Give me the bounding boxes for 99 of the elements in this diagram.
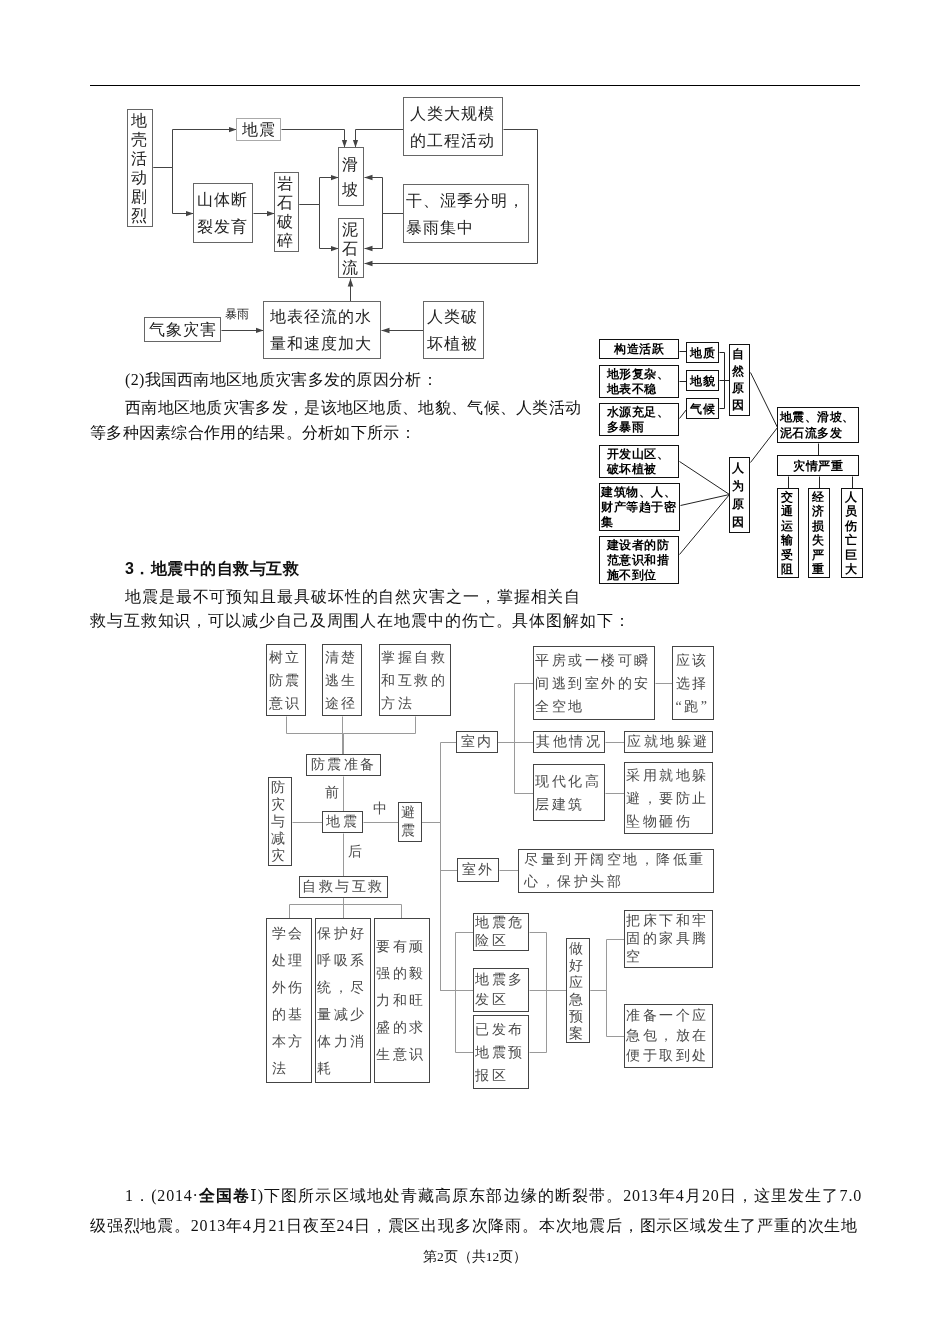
- arrow: [352, 129, 404, 148]
- concept-box: 已发布地震预报区: [473, 1015, 529, 1089]
- concept-box: 水源充足、多暴雨: [599, 403, 679, 436]
- arrow: [221, 327, 264, 334]
- concept-box: 岩石破碎: [274, 172, 299, 252]
- concept-box: 尽量到开阔空地，降低重心，保护头部: [518, 849, 714, 893]
- connector-line: [292, 822, 323, 823]
- concept-box: 学会处理外伤的基本方法: [266, 918, 312, 1083]
- concept-box: 气候: [686, 398, 719, 419]
- concept-box: 保护好呼吸系统，尽量减少体力消耗: [315, 918, 371, 1083]
- connector-line: [363, 822, 399, 823]
- concept-box: 建设者的防范意识和措施不到位: [599, 536, 679, 584]
- concept-box: 现代化高层建筑: [533, 764, 605, 821]
- concept-box: 地形复杂、地表不稳: [599, 365, 679, 398]
- concept-box: 人类大规模的工程活动: [403, 97, 503, 156]
- concept-box: 地震、滑坡、泥石流多发: [777, 407, 859, 443]
- connector-line: [343, 716, 416, 755]
- connector-line: [679, 381, 687, 382]
- connector-line: [342, 716, 343, 755]
- concept-box: 灾情严重: [777, 455, 859, 476]
- concept-box: 采用就地躲避，要防止坠物砸伤: [624, 762, 713, 834]
- connector-line: [529, 990, 567, 1053]
- concept-box: 室外: [457, 858, 499, 882]
- edge-label: 暴雨: [224, 306, 250, 322]
- connector-line: [679, 351, 687, 352]
- concept-box: 经济损失严重: [808, 488, 830, 578]
- concept-box: 交通运输受阻: [777, 488, 799, 578]
- arrow: [364, 129, 538, 267]
- paragraph: 地震是最不可预知且最具破坏性的自然灾害之一，掌握相关自救与互救知识，可以减少自己及周围人在地震中的伤亡。具体图解如下：: [90, 587, 632, 631]
- connector-line: [343, 776, 344, 812]
- connector-line: [679, 494, 730, 555]
- page-number: 第2页（共12页）: [421, 1249, 529, 1265]
- concept-box: 室内: [456, 731, 498, 753]
- concept-box: 地震多发区: [473, 968, 529, 1012]
- concept-box: 要有顽强的毅力和旺盛的求生意识: [374, 918, 430, 1083]
- concept-box: 自救与互救: [299, 876, 388, 898]
- concept-box: 地震: [322, 811, 363, 833]
- connector-line: [750, 372, 778, 428]
- section-heading: 3．地震中的自救与互救: [125, 559, 301, 579]
- connector-line: [422, 822, 474, 1053]
- arrow: [347, 278, 354, 302]
- concept-box: 人员伤亡巨大: [841, 488, 863, 578]
- connector-line: [680, 494, 730, 506]
- concept-box: 建筑物、人、财产等趋于密集: [599, 483, 680, 531]
- concept-box: 人类破坏植被: [423, 301, 484, 359]
- concept-box: 避震: [398, 802, 422, 842]
- connector-line: [852, 476, 853, 489]
- connector-line: [819, 476, 820, 489]
- connector-line: [679, 461, 730, 495]
- connector-line: [605, 742, 625, 743]
- connector-line: [818, 443, 819, 456]
- concept-box: 滑坡: [338, 147, 364, 206]
- concept-box: 把床下和牢固的家具腾空: [624, 910, 713, 968]
- concept-box: 防震准备: [306, 754, 381, 776]
- concept-box: 树立防震意识: [266, 644, 306, 716]
- concept-box: 地震危险区: [473, 913, 529, 951]
- arrow: [381, 327, 424, 334]
- arrow: [253, 210, 275, 217]
- concept-box: 山体断裂发育: [193, 183, 253, 243]
- concept-box: 应该选择“跑”: [672, 646, 714, 720]
- arrow: [281, 129, 348, 148]
- concept-box: 地质: [686, 342, 719, 363]
- concept-box: 清楚逃生途径: [322, 644, 362, 716]
- connector-line: [788, 476, 789, 489]
- edge-label: 前: [324, 784, 340, 802]
- connector-line: [750, 427, 778, 463]
- connector-line: [498, 742, 534, 794]
- concept-box: 应就地躲避: [624, 731, 713, 753]
- concept-box: 平房或一楼可瞬间逃到室外的安全空地: [533, 646, 655, 720]
- arrow: [364, 213, 404, 252]
- edge-label: 中: [372, 800, 388, 818]
- connector-line: [590, 990, 625, 1037]
- paragraph: 1．(2014·全国卷Ⅰ)下图所示区域地处青藏高原东部边缘的断裂带。2013年4月20日，这里发生了7.0级强烈地震。2013年4月21日夜至24日，震区出现多次降雨。本次地震后，图示区域发生了严重的次生地: [90, 1186, 862, 1236]
- concept-box: 构造活跃: [599, 339, 679, 359]
- concept-box: 自然原因: [729, 344, 750, 416]
- paragraph: 西南地区地质灾害多发，是该地区地质、地貌、气候、人类活动等多种因素综合作用的结果。分析如下所示：: [90, 398, 583, 443]
- subsection-heading: (2)我国西南地区地质灾害多发的原因分析：: [125, 370, 439, 391]
- concept-box: 地震: [236, 118, 281, 141]
- concept-box: 地貌: [686, 370, 719, 391]
- connector-line: [499, 870, 519, 871]
- connector-line: [343, 833, 344, 877]
- concept-box: 地壳活动剧烈: [127, 109, 153, 227]
- arrow: [153, 167, 194, 217]
- connector-line: [655, 683, 673, 684]
- concept-box: 干、湿季分明，暴雨集中: [403, 184, 529, 243]
- concept-box: 地表径流的水量和速度加大: [263, 301, 381, 359]
- concept-box: 掌握自救和互救的方法: [379, 644, 451, 716]
- concept-box: 开发山区、破坏植被: [599, 445, 679, 478]
- edge-label: 后: [347, 843, 363, 861]
- concept-box: 防灾与减灾: [268, 777, 292, 866]
- connector-line: [605, 793, 625, 794]
- concept-box: 泥石流: [338, 218, 364, 278]
- concept-box: 气象灾害: [144, 317, 221, 342]
- connector-line: [679, 409, 687, 419]
- arrow: [299, 204, 339, 252]
- concept-box: 人为原因: [729, 457, 750, 533]
- concept-box: 准备一个应急包，放在便于取到处: [624, 1004, 713, 1068]
- concept-box: 做好应急预案: [566, 938, 590, 1043]
- concept-box: 其他情况: [533, 731, 605, 753]
